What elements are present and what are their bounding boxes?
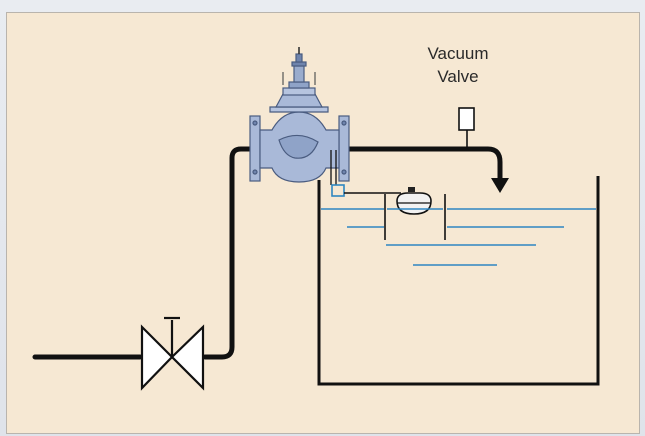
float-pilot bbox=[331, 184, 345, 197]
float-icon bbox=[396, 187, 432, 215]
control-valve bbox=[249, 47, 350, 183]
water-level-lines bbox=[321, 208, 596, 266]
diagram-panel bbox=[6, 12, 640, 434]
outlet-pipe bbox=[343, 146, 503, 181]
vacuum-valve bbox=[458, 107, 475, 131]
vacuum-valve-label-line2: Valve bbox=[437, 67, 478, 86]
vacuum-valve-label-line1: Vacuum bbox=[427, 44, 488, 63]
isolation-valve bbox=[140, 316, 205, 391]
flow-arrow-icon bbox=[491, 178, 509, 193]
inlet-pipe bbox=[32, 146, 256, 360]
tank bbox=[317, 176, 600, 386]
